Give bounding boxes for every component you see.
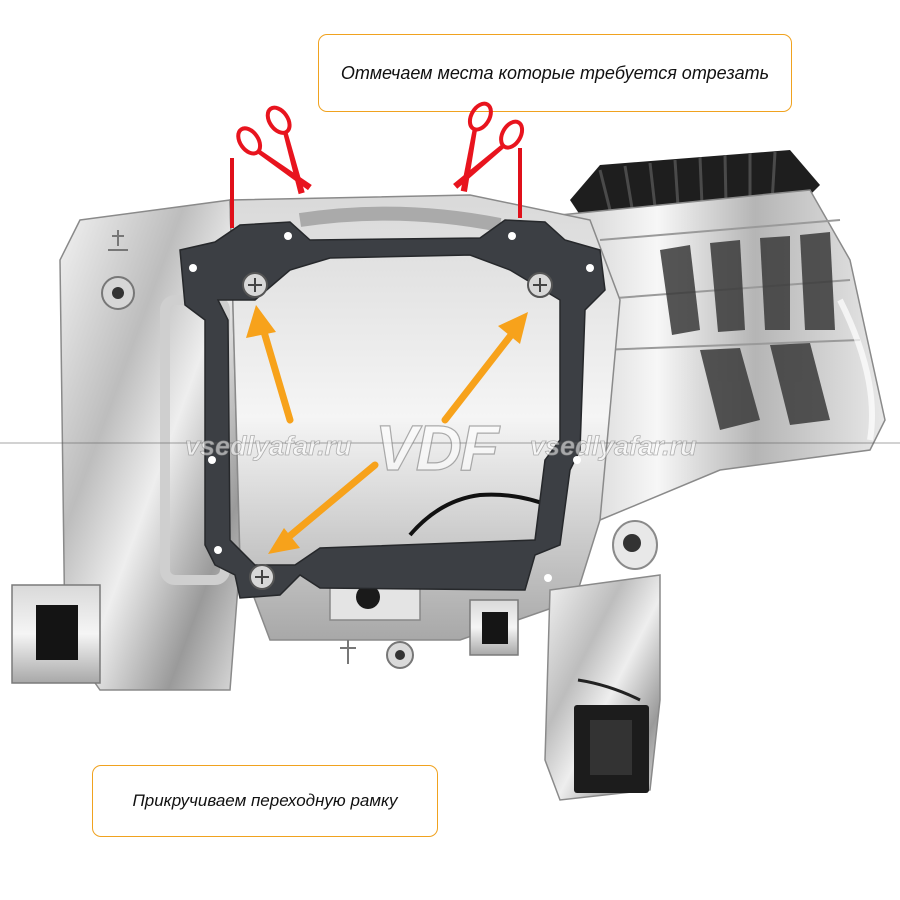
scissors-icon	[236, 105, 312, 195]
cut-instruction-text: Отмечаем места которые требуется отрезат…	[340, 62, 770, 83]
scissors-icon	[453, 101, 525, 192]
screw-frame-callout: Прикручиваем переходную рамку	[92, 765, 438, 837]
cut-line-marker	[230, 148, 522, 228]
watermark-logo: VDF	[375, 412, 501, 484]
frame-screw	[242, 272, 553, 590]
screw-frame-text: Прикручиваем переходную рамку	[132, 791, 398, 810]
watermark-site-left: vsedlyafar.ru	[185, 431, 352, 461]
cut-instruction-callout: Отмечаем места которые требуется отрезат…	[318, 34, 792, 112]
reflector-housing	[559, 189, 886, 570]
watermark-site-right: vsedlyafar.ru	[530, 431, 697, 461]
arrow-icon	[246, 305, 528, 554]
adapter-frame-gasket	[179, 219, 606, 599]
wire	[408, 492, 561, 537]
connector-column	[469, 574, 661, 801]
